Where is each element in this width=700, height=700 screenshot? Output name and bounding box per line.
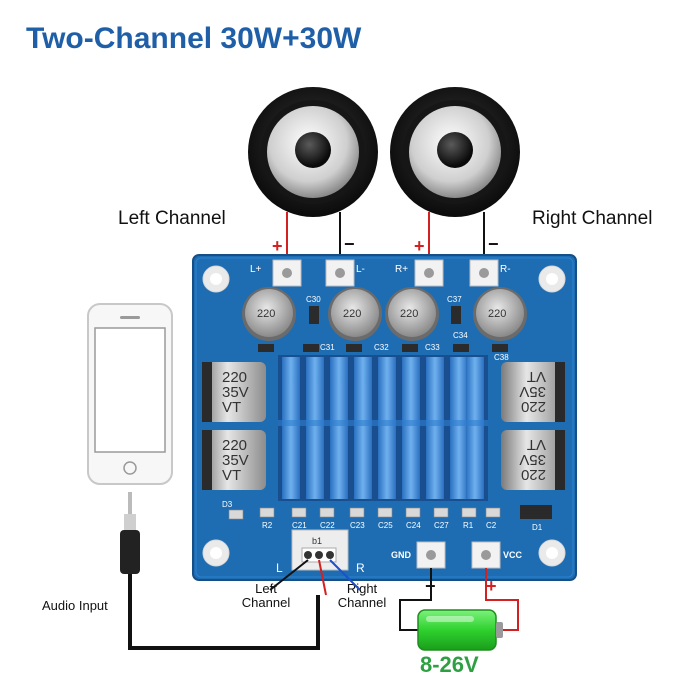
svg-text:R: R [356,561,365,575]
svg-text:C25: C25 [378,521,393,530]
heatsink [278,355,488,501]
svg-text:C27: C27 [434,521,449,530]
right-channel-label: Right Channel [532,208,653,229]
svg-text:−: − [425,576,436,596]
svg-text:C34: C34 [453,331,468,340]
svg-text:D3: D3 [222,500,233,509]
phone-icon [87,303,173,485]
amplifier-board: L+ L- R+ R- 220 220 220 220 C30 [192,254,577,581]
small-capacitor [242,287,527,341]
svg-text:22035VVT: 22035VVT [222,437,249,484]
svg-text:R1: R1 [463,521,474,530]
audio-cable [128,574,320,650]
svg-text:220: 220 [257,308,275,320]
svg-text:GND: GND [391,550,412,560]
bottom-left-channel-label: Left Channel [241,581,291,610]
svg-text:C30: C30 [306,295,321,304]
terminal-label: L+ [250,264,262,275]
svg-text:C24: C24 [406,521,421,530]
svg-text:C33: C33 [425,343,440,352]
minus-sign: − [488,234,499,254]
input-wires [269,559,361,596]
svg-text:C23: C23 [350,521,365,530]
svg-text:22035VVT: 22035VVT [222,369,249,416]
speaker-icon [248,87,378,217]
voltage-label: 8-26V [420,652,479,677]
gnd-wire [399,568,432,631]
audio-jack-icon [120,492,140,574]
svg-text:D1: D1 [532,523,543,532]
input-header [291,529,349,571]
svg-text:C21: C21 [292,521,307,530]
plus-sign: + [272,236,283,256]
large-capacitor [202,362,565,490]
svg-text:220: 220 [343,308,361,320]
minus-sign: − [344,234,355,254]
svg-text:220: 220 [488,308,506,320]
svg-text:+: + [486,576,497,596]
terminal-label: L- [356,264,365,275]
page-title: Two-Channel 30W+30W [26,22,362,55]
svg-text:VCC: VCC [503,550,523,560]
left-channel-label: Left Channel [118,208,226,229]
svg-text:C37: C37 [447,295,462,304]
battery-icon [417,609,503,651]
svg-text:C32: C32 [374,343,389,352]
speaker-icon [390,87,520,217]
audio-input-label: Audio Input [42,598,108,613]
svg-text:C2: C2 [486,521,497,530]
vcc-wire [485,568,519,631]
svg-text:C22: C22 [320,521,335,530]
terminal-label: R+ [395,264,408,275]
terminal-label: R- [500,264,511,275]
plus-sign: + [414,236,425,256]
svg-text:C31: C31 [320,343,335,352]
svg-text:L: L [276,561,283,575]
svg-text:22035VVT: 22035VVT [519,436,546,483]
svg-text:R2: R2 [262,521,273,530]
svg-text:22035VVT: 22035VVT [519,368,546,415]
svg-text:b1: b1 [312,536,322,546]
svg-text:C38: C38 [494,353,509,362]
svg-text:220: 220 [400,308,418,320]
